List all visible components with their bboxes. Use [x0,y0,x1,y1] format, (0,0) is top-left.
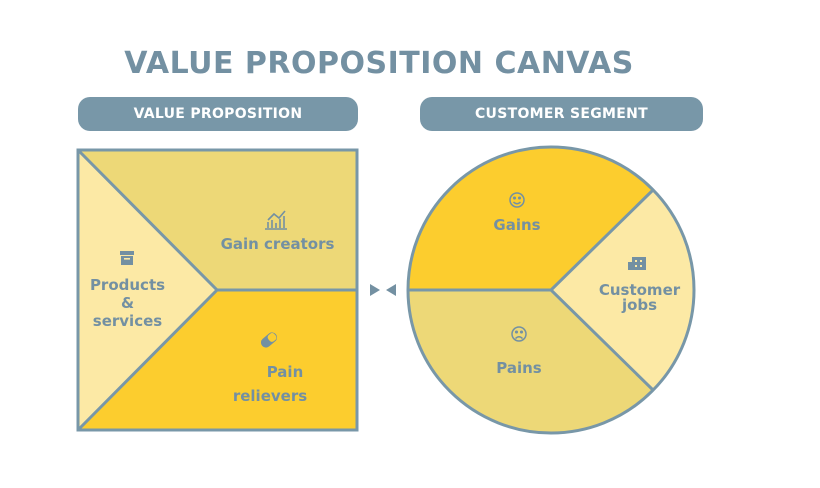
gains-label: Gains [493,216,541,234]
page-title: VALUE PROPOSITION CANVAS [124,46,634,81]
sad-icon [511,326,527,342]
customer-jobs-line-2: jobs [621,296,658,314]
smile-icon [509,192,525,208]
gains-region [408,147,653,290]
pain-relievers-line-1: Pain [266,363,304,381]
customer-jobs-label: Customer jobs [592,283,687,313]
products-services-region [78,150,217,430]
arrows-icon [370,284,396,296]
products-label-line-2: & [120,294,135,312]
customer-jobs-region [551,190,694,390]
gain-creators-label: Gain creators [220,235,335,253]
box-icon [120,251,134,265]
customer-segment-circle [406,145,696,435]
customer-jobs-line-1: Customer [598,281,681,299]
products-label-line-1: Products [89,276,166,294]
pill-icon [260,332,278,348]
gain-creators-region [78,150,357,290]
pains-label: Pains [496,359,542,377]
value-proposition-header: VALUE PROPOSITION [78,97,358,131]
value-proposition-square [76,148,359,432]
pain-relievers-label: Pain relievers [220,360,320,408]
customer-segment-header: CUSTOMER SEGMENT [420,97,703,131]
pain-relievers-line-2: relievers [232,387,308,405]
pains-region [408,290,653,433]
products-services-label: Products & services [80,276,175,330]
products-label-line-3: services [92,312,163,330]
building-icon [628,257,646,270]
pain-relievers-region [78,290,357,430]
chart-icon [265,210,287,230]
